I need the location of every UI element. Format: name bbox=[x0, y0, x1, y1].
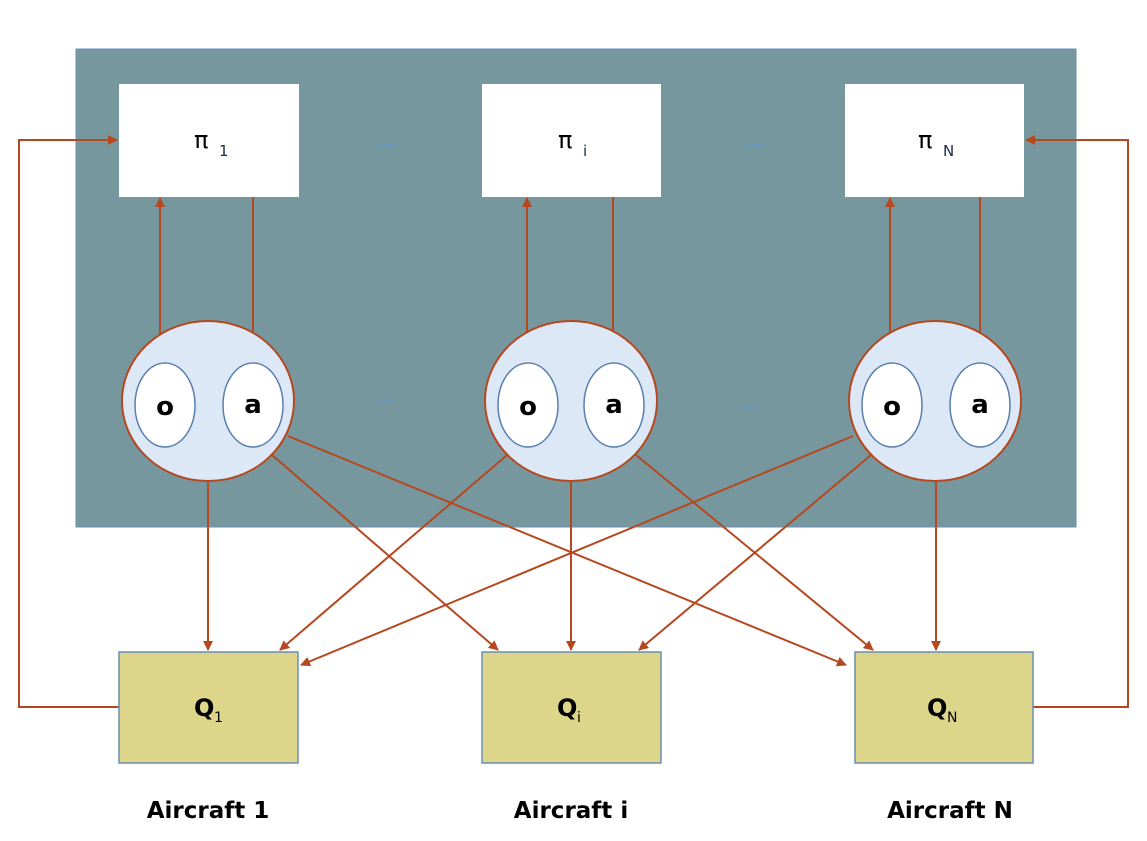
ellipsis-mid-right: ··· bbox=[743, 401, 759, 417]
observation-ellipse bbox=[861, 362, 923, 448]
action-ellipse bbox=[583, 362, 645, 448]
observation-label: o bbox=[519, 392, 537, 422]
aircraft-label-i: Aircraft i bbox=[514, 798, 628, 824]
arrow-agenti-to-q1 bbox=[279, 454, 508, 651]
policy-symbol: π bbox=[918, 126, 932, 154]
aircraft-label-1: Aircraft 1 bbox=[147, 798, 270, 824]
arrow-q1-to-policy-1 bbox=[18, 135, 119, 708]
policy-box-i: π i bbox=[482, 84, 661, 197]
action-label: a bbox=[244, 390, 262, 420]
critic-symbol: Q bbox=[194, 694, 214, 722]
agent-node-1: o a bbox=[121, 320, 295, 482]
arrow-qn-to-policy-n bbox=[1025, 135, 1129, 708]
agent-node-n: o a bbox=[848, 320, 1022, 482]
critic-box-n: Q N bbox=[854, 651, 1034, 764]
policy-subscript: N bbox=[943, 142, 954, 160]
critic-box-1: Q 1 bbox=[118, 651, 299, 764]
ellipsis-mid-left: ··· bbox=[378, 393, 394, 409]
observation-label: o bbox=[156, 392, 174, 422]
policy-symbol: π bbox=[194, 126, 208, 154]
critic-box-i: Q i bbox=[481, 651, 662, 764]
policy-box-1: π 1 bbox=[119, 84, 299, 197]
action-ellipse bbox=[222, 362, 284, 448]
aircraft-label-n: Aircraft N bbox=[887, 798, 1013, 824]
action-label: a bbox=[605, 390, 623, 420]
observation-label: o bbox=[883, 392, 901, 422]
observation-ellipse bbox=[497, 362, 559, 448]
arrow-agentn-to-q1 bbox=[300, 435, 854, 667]
ellipsis-top-right: ··· bbox=[746, 138, 762, 154]
critic-symbol: Q bbox=[557, 694, 577, 722]
policy-subscript: i bbox=[583, 142, 587, 160]
policy-subscript: 1 bbox=[219, 142, 229, 160]
ellipsis-top-left: ··· bbox=[378, 138, 394, 154]
arrow-agent1-to-qn bbox=[287, 435, 847, 667]
agent-node-i: o a bbox=[484, 320, 658, 482]
arrow-agentn-to-qi bbox=[638, 454, 872, 651]
policy-symbol: π bbox=[558, 126, 572, 154]
critic-subscript: N bbox=[947, 710, 957, 726]
critic-subscript: i bbox=[577, 710, 581, 726]
observation-ellipse bbox=[134, 362, 196, 448]
policy-box-n: π N bbox=[845, 84, 1024, 197]
critic-symbol: Q bbox=[927, 694, 947, 722]
action-ellipse bbox=[949, 362, 1011, 448]
arrow-agent1-to-qi bbox=[271, 454, 499, 651]
action-label: a bbox=[971, 390, 989, 420]
critic-subscript: 1 bbox=[214, 710, 223, 726]
